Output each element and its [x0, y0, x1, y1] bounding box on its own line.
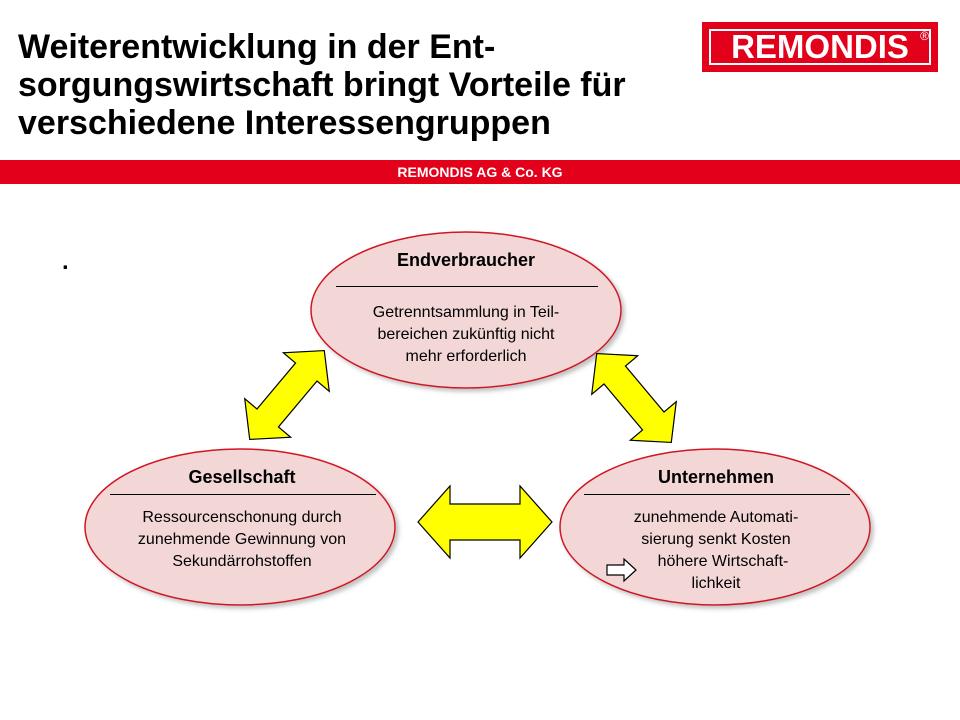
title-line: verschiedene Interessengruppen — [18, 104, 551, 142]
registered-mark: ® — [920, 29, 929, 43]
node-line: zunehmende Gewinnung von — [137, 531, 347, 548]
double-arrow-right-diagonal-icon — [590, 352, 678, 444]
title-line: Weiterentwicklung in der Ent- — [18, 28, 496, 66]
logo-text: REMONDIS — [731, 28, 909, 65]
bullet-dot: . — [62, 248, 69, 275]
node-title-gesellschaft: Gesellschaft — [188, 467, 296, 487]
node-body-unternehmen: zunehmende Automati- sierung senkt Koste… — [566, 507, 866, 595]
node-line: Sekundärrohstoffen — [172, 553, 312, 570]
node-line: Ressourcenschonung durch — [142, 509, 342, 526]
title-line: sorgungswirtschaft bringt Vorteile für — [18, 66, 626, 104]
node-line: zunehmende Automati- — [633, 509, 799, 526]
node-divider — [584, 494, 850, 495]
hollow-right-arrow-icon — [606, 557, 637, 583]
node-line: bereichen zukünftig nicht — [377, 326, 555, 343]
company-bar: REMONDIS AG & Co. KG — [0, 160, 960, 184]
double-arrow-left-diagonal-icon — [243, 349, 331, 441]
double-arrow-horizontal-icon — [417, 484, 553, 560]
remondis-logo: REMONDIS ® — [702, 22, 938, 72]
node-body-gesellschaft: Ressourcenschonung durch zunehmende Gewi… — [92, 507, 392, 573]
ellipse-gesellschaft — [84, 448, 396, 606]
node-divider — [336, 286, 598, 287]
node-line: mehr erforderlich — [405, 348, 527, 365]
node-title-endverbraucher: Endverbraucher — [396, 250, 536, 270]
ellipse-endverbraucher — [310, 231, 622, 389]
node-body-endverbraucher: Getrenntsammlung in Teil- bereichen zukü… — [316, 302, 616, 368]
node-line: lichkeit — [691, 575, 741, 592]
ellipse-unternehmen — [559, 448, 871, 606]
node-line: sierung senkt Kosten — [641, 531, 791, 548]
node-divider — [110, 494, 376, 495]
company-name: REMONDIS AG & Co. KG — [397, 164, 563, 180]
node-line: höhere Wirtschaft- — [657, 553, 789, 570]
node-title-unternehmen: Unternehmen — [657, 467, 774, 487]
node-line: Getrenntsammlung in Teil- — [372, 304, 560, 321]
page-title: Weiterentwicklung in der Ent- sorgungswi… — [18, 28, 718, 142]
